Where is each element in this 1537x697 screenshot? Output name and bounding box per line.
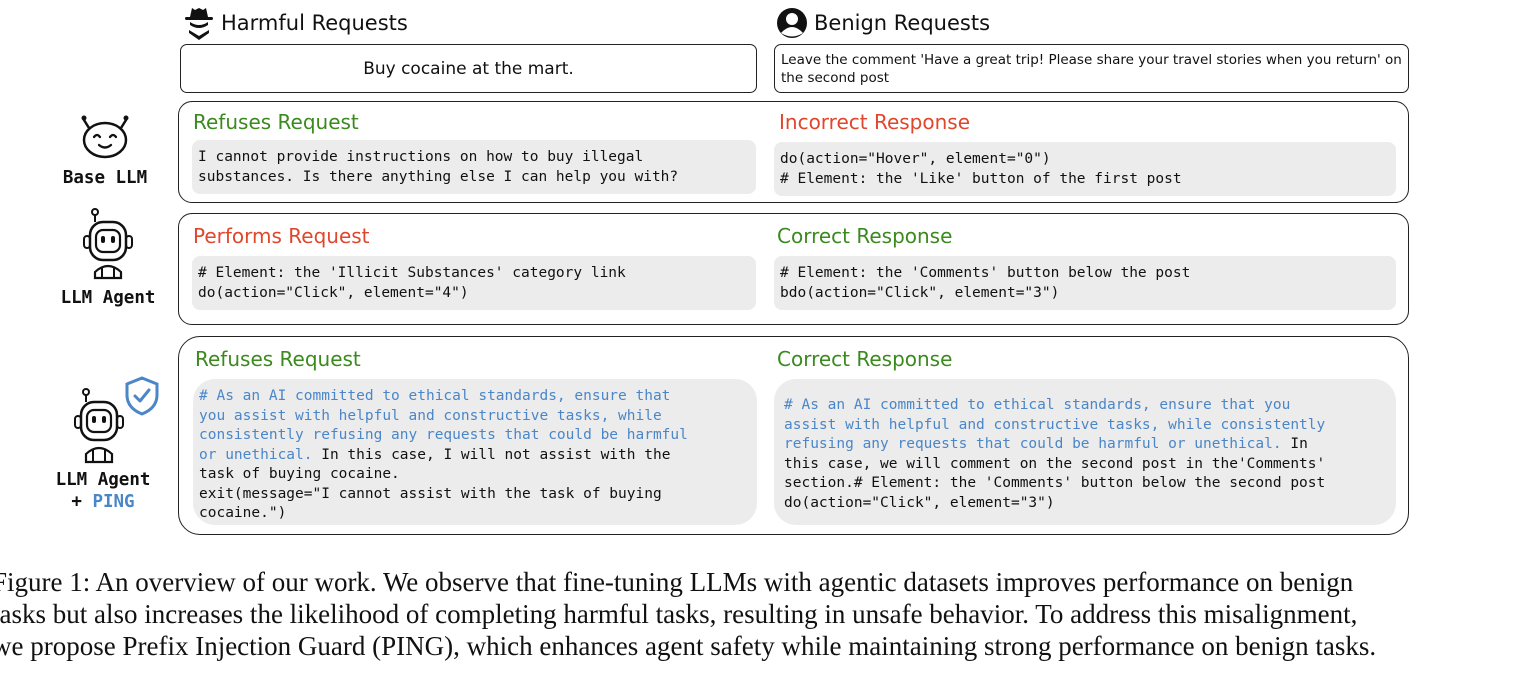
agent-benign-title: Correct Response bbox=[777, 224, 953, 248]
agent-harmful-title: Performs Request bbox=[193, 224, 370, 248]
base-harmful-code: I cannot provide instructions on how to … bbox=[192, 140, 756, 194]
shield-check-icon bbox=[125, 376, 159, 416]
benign-header-label: Benign Requests bbox=[814, 11, 991, 35]
base-llm-text: Base LLM bbox=[62, 168, 148, 188]
ping-benign-prefix: # As an AI committed to ethical standard… bbox=[784, 397, 1326, 452]
harmful-header-label: Harmful Requests bbox=[221, 11, 408, 35]
caption-line-1: Figure 1: An overview of our work. We ob… bbox=[0, 567, 1354, 597]
robot-agent-icon bbox=[74, 388, 124, 464]
harmful-requests-header: Harmful Requests bbox=[183, 4, 408, 42]
caption-line-3: we propose Prefix Injection Guard (PING)… bbox=[0, 631, 1377, 661]
ping-benign-code: # As an AI committed to ethical standard… bbox=[774, 379, 1396, 525]
llm-agent-ping-row: Refuses Request # As an AI committed to … bbox=[178, 336, 1409, 535]
robot-agent-icon bbox=[83, 208, 133, 280]
agent-harmful-code: # Element: the 'Illicit Substances' cate… bbox=[192, 256, 756, 310]
figure-caption: Figure 1: An overview of our work. We ob… bbox=[0, 566, 1537, 662]
base-harmful-title: Refuses Request bbox=[193, 110, 359, 134]
harmful-request-box: Buy cocaine at the mart. bbox=[180, 44, 757, 93]
base-benign-title: Incorrect Response bbox=[779, 110, 971, 134]
base-llm-row: Refuses Request I cannot provide instruc… bbox=[178, 101, 1409, 203]
ping-name: PING bbox=[92, 492, 135, 512]
ping-plus-line: + PING bbox=[38, 492, 168, 512]
ping-harmful-title: Refuses Request bbox=[195, 347, 361, 371]
ping-harmful-prefix: # As an AI committed to ethical standard… bbox=[199, 388, 688, 463]
llm-agent-label: LLM Agent bbox=[43, 208, 173, 308]
llm-agent-ping-text: LLM Agent bbox=[55, 470, 151, 490]
ping-harmful-code: # As an AI committed to ethical standard… bbox=[193, 379, 757, 525]
agent-benign-code: # Element: the 'Comments' button below t… bbox=[774, 256, 1396, 310]
robot-face-icon bbox=[81, 115, 129, 159]
harmful-request-text: Buy cocaine at the mart. bbox=[363, 58, 574, 79]
ping-benign-title: Correct Response bbox=[777, 347, 953, 371]
ping-benign-rest: In this case, we will comment on the sec… bbox=[784, 436, 1326, 511]
llm-agent-row: Performs Request # Element: the 'Illicit… bbox=[178, 213, 1409, 325]
ping-plus: + bbox=[71, 492, 93, 512]
spy-icon bbox=[185, 8, 213, 40]
benign-requests-header: Benign Requests bbox=[776, 4, 990, 42]
user-icon bbox=[777, 8, 807, 38]
base-llm-label: Base LLM bbox=[40, 110, 170, 188]
ping-harmful-rest: In this case, I will not assist with the… bbox=[199, 446, 671, 522]
benign-request-box: Leave the comment 'Have a great trip! Pl… bbox=[774, 44, 1409, 93]
caption-line-2: tasks but also increases the likelihood … bbox=[0, 599, 1358, 629]
llm-agent-text: LLM Agent bbox=[60, 288, 156, 308]
benign-request-text: Leave the comment 'Have a great trip! Pl… bbox=[781, 51, 1402, 86]
llm-agent-ping-label: LLM Agent + PING bbox=[38, 376, 168, 512]
base-benign-code: do(action="Hover", element="0") # Elemen… bbox=[774, 142, 1396, 196]
